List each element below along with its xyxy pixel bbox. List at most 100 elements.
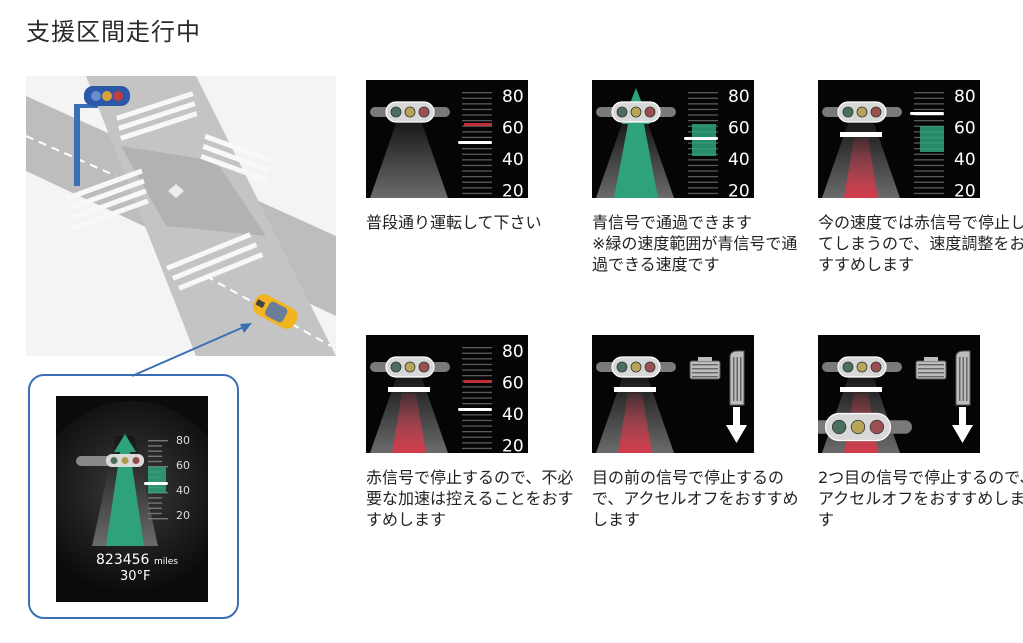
signal-lamp — [616, 361, 628, 373]
speed-tick — [688, 108, 718, 111]
current-speed-marker — [458, 141, 492, 144]
speed-tick — [148, 512, 162, 515]
speed-label: 60 — [502, 119, 524, 139]
speed-tick — [914, 176, 944, 178]
limit-marker — [464, 123, 492, 126]
signal-lamp — [842, 361, 854, 373]
intersection-illustration — [26, 76, 336, 356]
stop-line — [614, 387, 656, 392]
speed-tick — [914, 192, 944, 195]
speed-label: 40 — [502, 150, 524, 170]
speed-tick — [462, 386, 492, 388]
speed-tick — [462, 375, 492, 377]
signal-lamp — [616, 106, 628, 118]
speed-tick — [688, 97, 718, 99]
speed-label: 60 — [728, 119, 750, 139]
speed-tick — [688, 181, 718, 183]
accelerator-off-icon — [689, 350, 747, 443]
speed-tick — [148, 466, 168, 468]
speed-tick — [688, 159, 718, 161]
speed-label: 20 — [728, 182, 750, 199]
accelerator-off-icon — [915, 350, 973, 443]
odometer-value: 823456 — [96, 552, 150, 568]
guidance-panel-accel-off-2 — [818, 335, 980, 453]
speed-tick — [462, 164, 492, 167]
speed-tick — [462, 159, 492, 161]
speed-tick — [462, 187, 492, 189]
speed-tick — [688, 103, 718, 105]
speed-tick — [462, 447, 492, 450]
signal-lamp — [870, 361, 882, 373]
panel-caption: 青信号で通過できます ※緑の速度範囲が青信号で通過できる速度です — [592, 213, 798, 274]
speed-label: 20 — [502, 182, 524, 199]
speed-tick — [688, 92, 718, 94]
signal-lamp — [418, 106, 430, 118]
red-stop-band — [618, 393, 652, 453]
stop-line — [840, 132, 882, 137]
speed-label: 20 — [502, 437, 524, 454]
speed-tick — [148, 502, 162, 504]
speed-tick — [688, 176, 718, 178]
signal-lamp — [630, 361, 642, 373]
signal-lamp — [842, 106, 854, 118]
current-speed-marker — [910, 112, 944, 115]
speed-label: 80 — [502, 87, 524, 107]
speed-tick — [688, 164, 718, 167]
stop-line — [388, 387, 430, 392]
panel-caption: 普段通り運転して下さい — [366, 213, 542, 232]
speed-tick — [462, 170, 492, 172]
road-graphic — [370, 112, 448, 198]
speed-tick — [462, 114, 492, 116]
speed-tick — [688, 192, 718, 195]
speed-label: 80 — [728, 87, 750, 107]
speed-tick — [148, 460, 162, 463]
speed-tick — [914, 187, 944, 189]
speed-tick — [914, 159, 944, 161]
speed-tick — [148, 518, 168, 520]
speed-tick — [914, 170, 944, 172]
speed-tick — [462, 403, 492, 405]
speed-label: 40 — [728, 150, 750, 170]
signal-lamp — [418, 361, 430, 373]
panel-caption: 目の前の信号で停止するので、アクセルオフをおすすめします — [592, 468, 799, 529]
speed-tick — [914, 181, 944, 183]
speed-tick — [462, 108, 492, 111]
speed-tick — [688, 114, 718, 116]
cluster-speed-label: 60 — [176, 459, 190, 472]
cluster-speed-label: 20 — [176, 509, 190, 522]
red-stop-band — [392, 393, 426, 453]
speed-tick — [462, 363, 492, 366]
current-speed-marker — [684, 137, 718, 140]
speed-tick — [462, 397, 492, 399]
speed-tick — [148, 497, 162, 499]
panel-caption: 2つ目の信号で停止するので、アクセルオフをおすすめします — [818, 468, 1023, 529]
guidance-panel-green: 80 60 40 20 — [592, 80, 754, 198]
red-stop-band — [844, 138, 878, 198]
speed-tick — [914, 97, 944, 99]
green-pass-band — [614, 124, 658, 198]
speed-tick — [462, 431, 492, 433]
panel-caption: 赤信号で停止するので、不必要な加速は控えることをおすすめします — [366, 468, 574, 529]
signal-lamp — [850, 419, 866, 435]
signal-lamp — [644, 106, 656, 118]
panel-caption: 今の速度では赤信号で停止してしまうので、速度調整をおすすめします — [818, 213, 1023, 274]
speed-tick — [148, 440, 168, 442]
signal-lamp — [404, 106, 416, 118]
speed-tick — [462, 352, 492, 354]
speed-tick — [148, 445, 162, 447]
speed-label: 80 — [502, 342, 524, 362]
speed-tick — [462, 369, 492, 371]
speed-tick — [914, 103, 944, 105]
speed-tick — [462, 192, 492, 195]
speed-tick — [914, 114, 944, 116]
speed-tick — [688, 170, 718, 172]
signal-lamp — [856, 361, 868, 373]
speed-label: 40 — [954, 150, 976, 170]
cluster-speed-label: 40 — [176, 484, 190, 497]
speed-label: 20 — [954, 182, 976, 199]
speed-tick — [148, 507, 162, 509]
signal-lamp — [390, 361, 402, 373]
speed-tick — [688, 187, 718, 189]
speed-tick — [914, 164, 944, 167]
